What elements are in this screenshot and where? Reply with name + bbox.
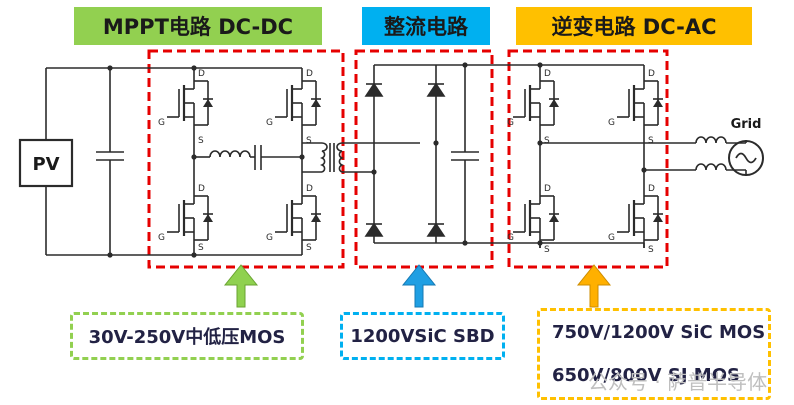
- mosfet-q5: [511, 71, 561, 135]
- pin-s: S: [306, 136, 312, 146]
- mosfet-q6: [615, 71, 665, 135]
- grid-label: Grid: [731, 117, 762, 132]
- pin-d: D: [544, 69, 551, 79]
- arrow-up-orange: [576, 264, 612, 308]
- inverter-frame: [507, 49, 669, 269]
- mosfet-q1: [165, 71, 215, 135]
- mppt-frame: [147, 49, 345, 269]
- inverter-device-box: 750V/1200V SiC MOS 650V/800V SJ MOS: [537, 308, 771, 400]
- rectifier-header: 整流电路: [362, 7, 490, 45]
- pv-source-box: [18, 138, 74, 188]
- mosfet-q3: [165, 186, 215, 250]
- pin-s: S: [544, 245, 550, 255]
- mosfet-q8: [615, 186, 665, 250]
- pin-g: G: [158, 118, 165, 128]
- pin-d: D: [648, 69, 655, 79]
- pin-d: D: [648, 184, 655, 194]
- pin-g: G: [158, 233, 165, 243]
- mosfet-q4: [273, 186, 323, 250]
- pin-s: S: [648, 245, 654, 255]
- arrow-up-green: [223, 264, 259, 308]
- pin-d: D: [306, 69, 313, 79]
- mppt-header: MPPT电路 DC-DC: [74, 7, 322, 45]
- pin-g: G: [507, 233, 514, 243]
- pin-d: D: [544, 184, 551, 194]
- pin-s: S: [544, 136, 550, 146]
- mosfet-q7: [511, 186, 561, 250]
- pin-d: D: [306, 184, 313, 194]
- pin-g: G: [608, 118, 615, 128]
- mosfet-q2: [273, 71, 323, 135]
- pin-g: G: [266, 118, 273, 128]
- pin-g: G: [507, 118, 514, 128]
- pin-g: G: [608, 233, 615, 243]
- pin-s: S: [198, 243, 204, 253]
- inverter-device-line2: 650V/800V SJ MOS: [552, 365, 740, 386]
- pin-g: G: [266, 233, 273, 243]
- mppt-device-box: 30V-250V中低压MOS: [70, 312, 304, 360]
- pin-d: D: [198, 69, 205, 79]
- arrow-up-blue: [401, 264, 437, 308]
- pin-s: S: [648, 136, 654, 146]
- pv-label: PV: [32, 154, 59, 175]
- rectifier-frame: [354, 49, 494, 269]
- inverter-header: 逆变电路 DC-AC: [516, 7, 752, 45]
- pin-d: D: [198, 184, 205, 194]
- watermark: 公众号 · 萨普半导体: [588, 370, 768, 394]
- pin-s: S: [306, 243, 312, 253]
- pin-s: S: [198, 136, 204, 146]
- inverter-device-line1: 750V/1200V SiC MOS: [552, 322, 766, 343]
- rectifier-device-box: 1200VSiC SBD: [340, 312, 505, 360]
